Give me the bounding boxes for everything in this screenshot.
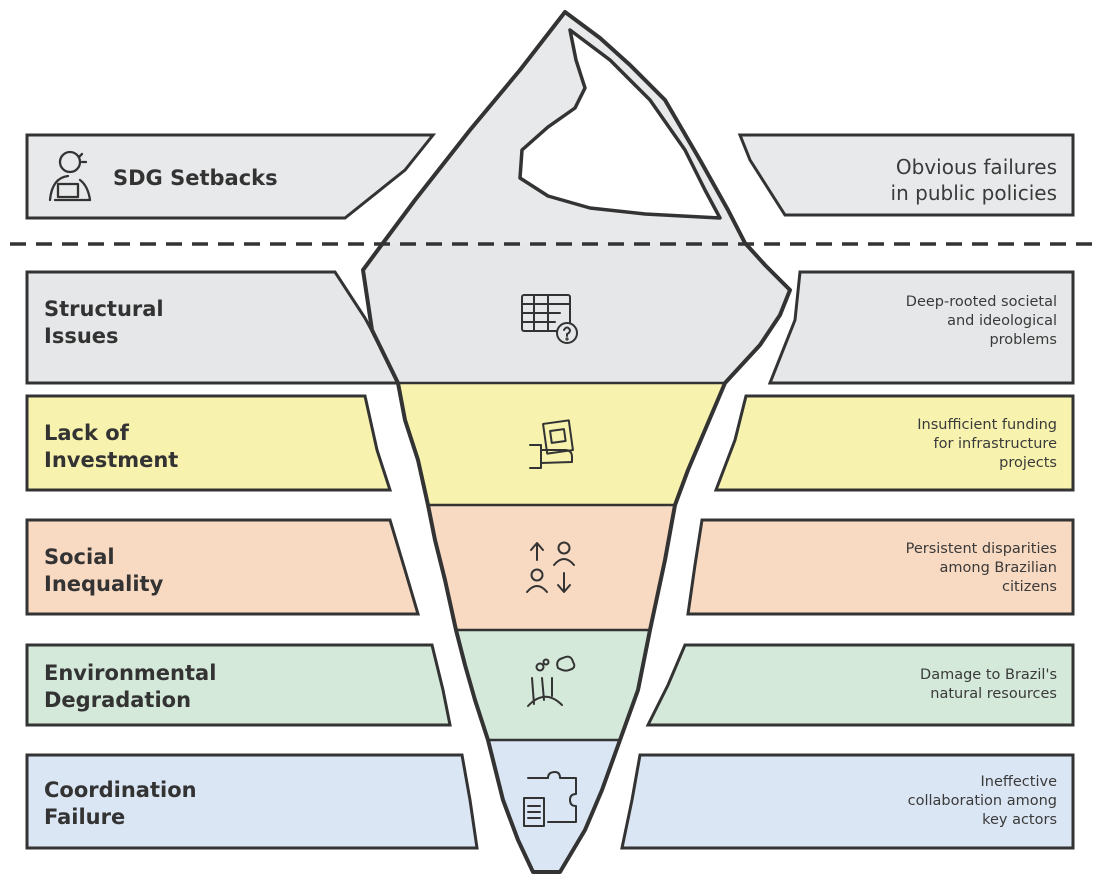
layer-label-line: Social — [44, 545, 115, 569]
layer-label-line: Investment — [44, 447, 179, 472]
layer-label-line: Inequality — [44, 571, 164, 596]
layer-label-investment: Lack of Investment — [44, 420, 178, 474]
layer-description-inequality: Persistent disparities among Brazilian c… — [906, 540, 1057, 597]
layer-label-structural: Structural Issues — [44, 296, 164, 350]
layer-label-coordination: Coordination Failure — [44, 777, 197, 831]
layer-description-line: Persistent disparities — [905, 541, 1057, 557]
layer-label-line: Structural — [44, 297, 164, 321]
layer-description-line: problems — [989, 332, 1057, 349]
layer-description-line: and ideological — [947, 313, 1057, 330]
layer-description-coordination: Ineffective collaboration among key acto… — [908, 773, 1057, 830]
layer-description-line: natural resources — [930, 686, 1057, 703]
layer-description-structural: Deep-rooted societal and ideological pro… — [906, 293, 1057, 350]
layer-label-line: Degradation — [44, 687, 192, 712]
iceberg-layer-investment — [398, 383, 725, 505]
iceberg-outline — [361, 10, 792, 874]
hand-holding-money-icon — [529, 419, 574, 469]
layer-description-environment: Damage to Brazil's natural resources — [920, 666, 1057, 704]
layer-description-line: for infrastructure — [933, 436, 1057, 453]
puzzle-document-icon — [523, 771, 577, 827]
layer-description-line: key actors — [982, 812, 1057, 829]
layer-label-inequality: Social Inequality — [44, 544, 163, 598]
top-layer-description: Obvious failures in public policies — [891, 154, 1057, 206]
layer-description-line: among Brazilian — [939, 560, 1057, 577]
band-right-structural — [767, 270, 1075, 385]
band-left-inequality — [25, 518, 421, 616]
layer-description-investment: Insufficient funding for infrastructure … — [917, 416, 1057, 473]
layer-description-line: Damage to Brazil's — [920, 667, 1057, 683]
top-layer-description-line: Obvious failures — [895, 155, 1057, 179]
iceberg-peak-highlight — [518, 28, 722, 220]
band-left-environment — [25, 643, 452, 727]
band-right-inequality — [686, 518, 1075, 616]
layer-description-line: Deep-rooted societal — [905, 294, 1057, 310]
band-left-investment — [25, 394, 393, 492]
factory-smoke-icon — [527, 655, 576, 707]
layer-label-line: Lack of — [44, 421, 129, 445]
table-question-icon — [521, 294, 578, 344]
layer-description-line: citizens — [1002, 579, 1057, 596]
band-right-environment — [645, 643, 1075, 727]
band-right-investment — [713, 394, 1075, 492]
layer-label-environment: Environmental Degradation — [44, 660, 216, 714]
band-left-coordination — [25, 753, 479, 850]
layer-label-line: Issues — [44, 323, 119, 348]
iceberg-layer-coordination — [488, 740, 620, 872]
layer-description-line: Insufficient funding — [917, 417, 1057, 433]
band-left-top — [25, 133, 437, 220]
iceberg-layer-inequality — [428, 505, 675, 630]
band-right-top — [737, 133, 1075, 217]
top-layer-label: SDG Setbacks — [113, 165, 278, 192]
top-layer-label-text: SDG Setbacks — [113, 166, 278, 190]
layer-description-line: collaboration among — [907, 793, 1057, 810]
layer-label-line: Environmental — [44, 661, 217, 685]
layer-label-line: Failure — [44, 804, 126, 829]
people-up-down-icon — [526, 541, 575, 593]
person-on-laptop-icon — [48, 150, 92, 202]
layer-label-line: Coordination — [44, 778, 197, 802]
band-right-coordination — [620, 753, 1075, 850]
layer-description-line: Ineffective — [980, 774, 1058, 790]
top-layer-description-line: in public policies — [890, 181, 1057, 205]
iceberg-layer-structural — [363, 243, 790, 383]
layer-description-line: projects — [999, 455, 1057, 472]
